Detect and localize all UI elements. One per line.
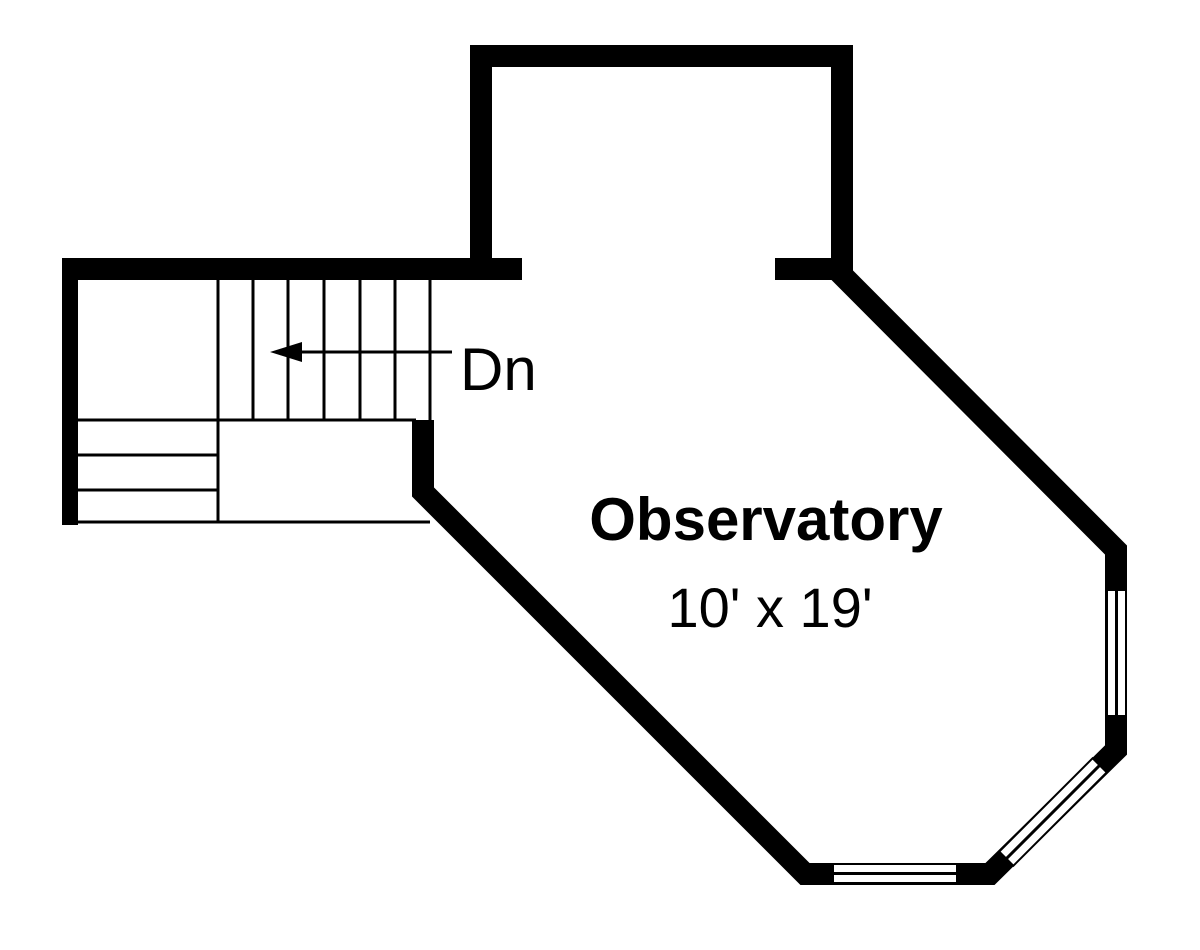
- stairs: [78, 280, 452, 524]
- window-east: [1106, 589, 1127, 717]
- window-south: [832, 863, 958, 884]
- stub-wall-left: [492, 258, 522, 280]
- left-top-wall: [62, 258, 492, 280]
- down-arrow-icon: [270, 342, 302, 362]
- opening: [492, 69, 831, 258]
- window-southeast: [997, 756, 1109, 868]
- room-name: Observatory: [589, 486, 943, 553]
- room-size: 10' x 19': [667, 576, 872, 639]
- left-wall: [62, 258, 78, 525]
- stair-label: Dn: [460, 336, 537, 403]
- windows: [832, 589, 1127, 884]
- stub-wall-right: [775, 258, 845, 280]
